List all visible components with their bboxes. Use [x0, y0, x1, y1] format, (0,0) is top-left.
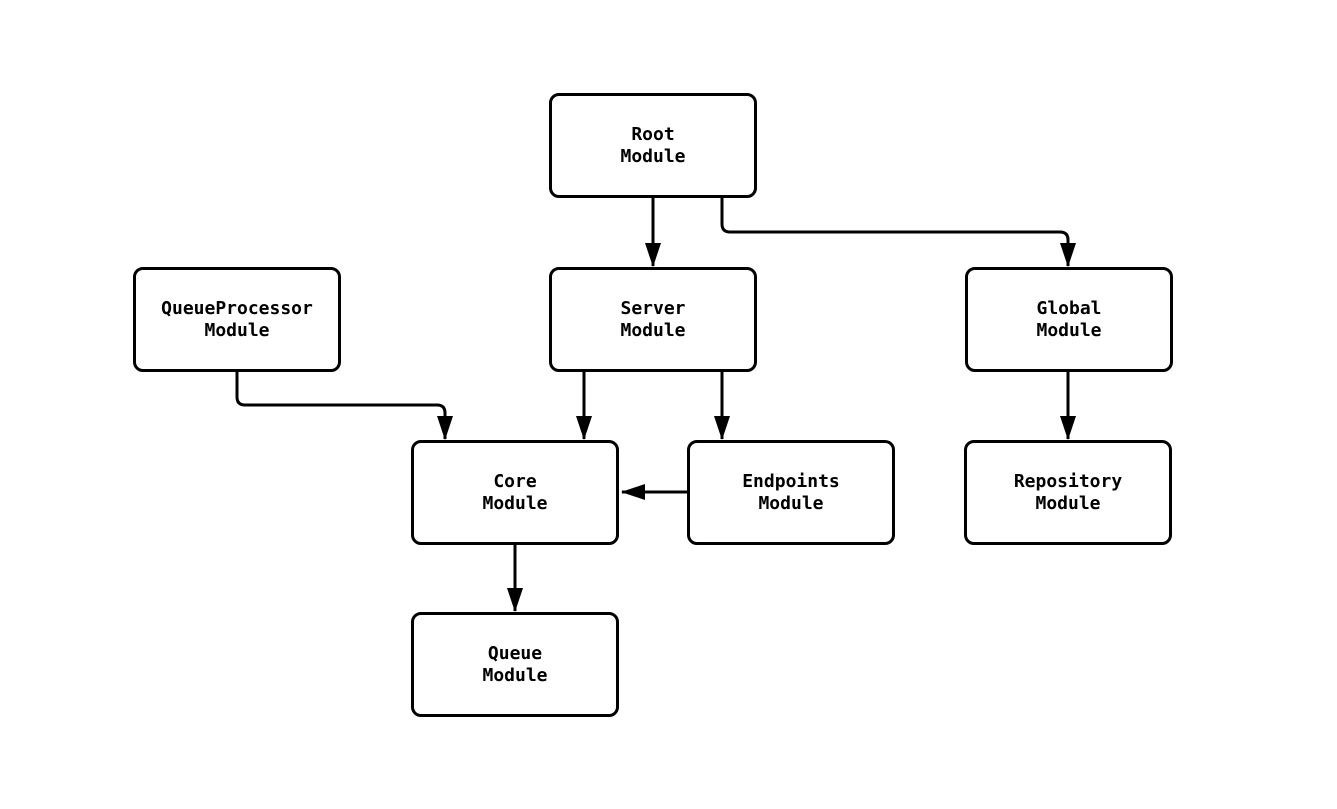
node-repository-module: Repository Module	[964, 440, 1172, 545]
node-queue-module: Queue Module	[411, 612, 619, 717]
node-root-module: Root Module	[549, 93, 757, 198]
edge-root-to-global	[720, 198, 1076, 267]
node-global-module: Global Module	[965, 267, 1173, 372]
node-queueprocessor-module: QueueProcessor Module	[133, 267, 341, 372]
node-endpoints-module: Endpoints Module	[687, 440, 895, 545]
edge-queueprocessor-to-core	[235, 372, 453, 440]
node-core-module: Core Module	[411, 440, 619, 545]
node-server-module: Server Module	[549, 267, 757, 372]
